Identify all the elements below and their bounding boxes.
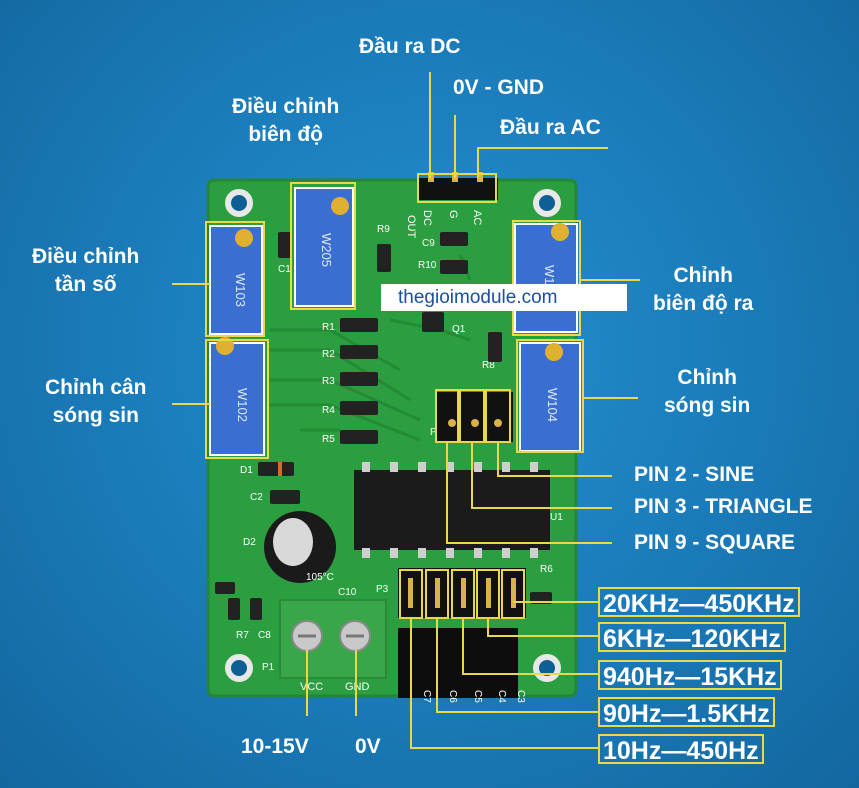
range-6k-120k: 6KHz—120KHz [598,622,786,653]
silk-r5: R5 [322,434,335,445]
pot-label: W103 [233,273,248,307]
label-line: biên độ ra [653,292,754,315]
label-line: Chỉnh [677,366,737,389]
pcb-traces [270,254,472,442]
silk-d1: D1 [240,465,253,476]
silk-r6: R6 [540,564,553,575]
silk-c7: C7 [421,690,432,703]
label-pin-triangle: PIN 3 - TRIANGLE [634,495,813,518]
label-output-amplitude: Chỉnh biên độ ra [653,262,753,318]
range-10-450: 10Hz—450Hz [598,734,764,765]
pot-label: W102 [235,388,250,422]
silk-g: G [447,210,459,219]
label-freq-adjust: Điều chỉnh tần số [32,243,139,299]
label-line: Điều chỉnh [232,95,340,118]
resistor-column [340,318,378,444]
range-20k-450k: 20KHz—450KHz [598,587,800,618]
silk-c8: C8 [258,630,271,641]
ic-u1 [354,462,550,558]
silk-q1: Q1 [452,324,466,335]
range-90-1.5k: 90Hz—1.5KHz [598,697,775,728]
label-line: Điều chỉnh [32,245,140,268]
smd-parts [215,232,552,620]
silk-r7: R7 [236,630,249,641]
label-dc-output: Đầu ra DC [359,35,461,58]
waveform-header [437,392,513,442]
silk-c2: C2 [250,492,263,503]
potentiometer-out-amp: W103 [514,223,578,333]
label-amp-adjust: Điều chỉnh biên độ [232,93,339,149]
silk-d2: D2 [243,537,256,548]
silk-r1: R1 [322,322,335,333]
label-line: Chỉnh [673,264,733,287]
silk-p3: P3 [376,584,389,595]
silk-r9: R9 [377,224,390,235]
silk-c1: C1 [278,264,291,275]
label-0v: 0V [355,735,381,758]
silk-r8: R8 [482,360,495,371]
silk-c4: C4 [496,690,507,703]
silk-p1: P1 [262,662,275,673]
silk-r2: R2 [322,349,335,360]
silk-c3: C3 [515,690,526,703]
silk-out: OUT [405,215,417,239]
label-pin-sine: PIN 2 - SINE [634,463,755,486]
electrolytic-capacitor: 105°C [264,511,336,583]
potentiometer-freq: W103 [209,225,263,335]
silk-r4: R4 [322,405,335,416]
cap-label: 105°C [306,572,334,583]
label-line: sóng sin [664,394,751,417]
silk-c6: C6 [447,690,458,703]
silk-vcc: VCC [300,681,323,693]
silk-r10: R10 [418,260,437,271]
label-sine-adjust: Chỉnh sóng sin [664,364,750,420]
potentiometer-sine-balance: W102 [209,337,265,456]
silk-dc: DC [421,210,433,226]
pot-label: W205 [319,233,334,267]
potentiometer-sine: W104 [519,342,581,452]
silk-u1: U1 [550,512,563,523]
leader-lines [172,72,640,749]
label-line: sóng sin [52,404,139,427]
power-terminal: VCC GND [279,599,387,693]
label-pin-square: PIN 9 - SQUARE [634,531,796,554]
label-line: biên độ [248,123,323,146]
label-gnd-output: 0V - GND [453,76,545,99]
label-vin: 10-15V [241,735,309,758]
silk-gnd: GND [345,681,370,693]
silk-ac: AC [471,210,483,225]
silk-c5: C5 [472,690,483,703]
potentiometer-amp: W205 [294,187,354,307]
silk-r3: R3 [322,376,335,387]
label-ac-output: Đầu ra AC [500,116,601,139]
pot-label: W104 [545,388,560,422]
range-940-15k: 940Hz—15KHz [598,660,782,691]
silk-c10: C10 [338,587,357,598]
label-line: tần số [54,273,117,296]
range-header: C7 C6 C5 C4 C3 [398,568,526,703]
watermark-banner[interactable]: thegioimodule.com [381,284,627,311]
label-line: Chỉnh cân [45,376,147,399]
silk-c9: C9 [422,238,435,249]
label-sine-balance: Chỉnh cân sóng sin [45,374,147,430]
